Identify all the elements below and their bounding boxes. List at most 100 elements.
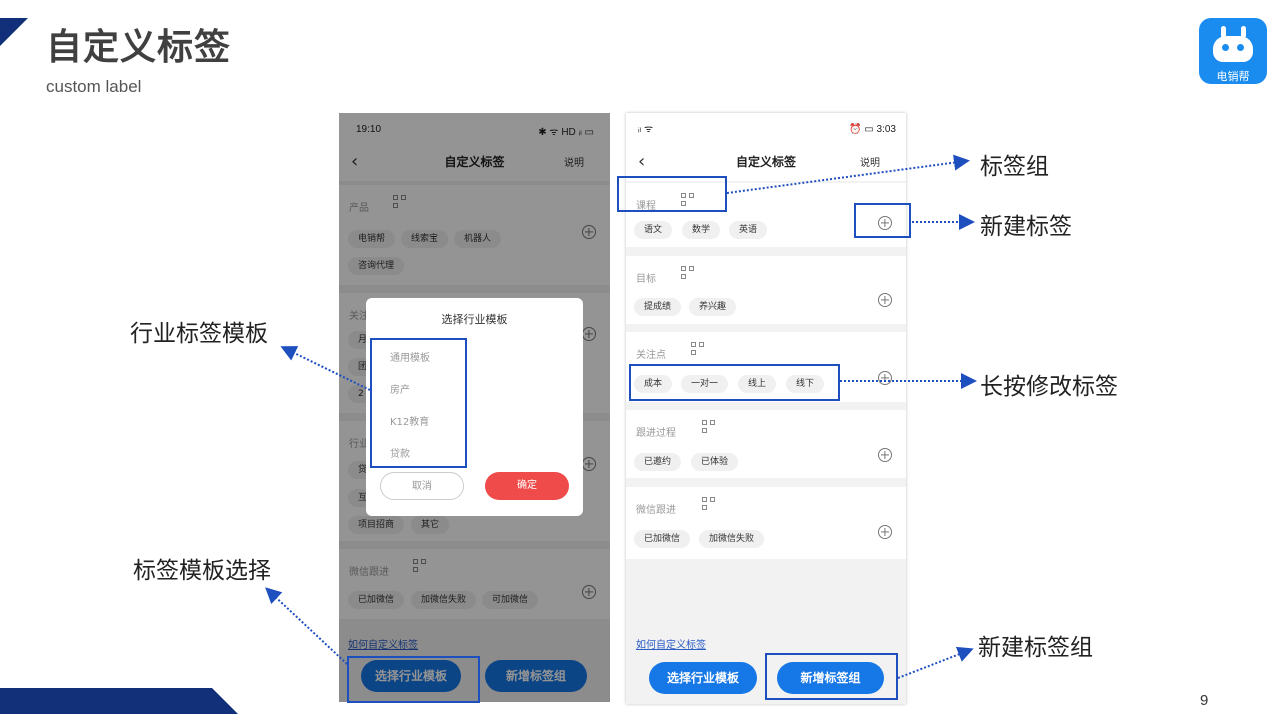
callout-tag-group: 标签组 [980, 154, 1049, 180]
help-link[interactable]: 说明 [860, 158, 880, 169]
qr-code-icon[interactable] [691, 342, 705, 356]
callout-long-press: 长按修改标签 [980, 374, 1118, 400]
tag-group-follow-up: 跟进过程 已邀约 已体验 [626, 410, 906, 478]
tag-chip[interactable]: 线下 [786, 375, 825, 393]
qr-code-icon[interactable] [702, 497, 716, 511]
slide-subtitle: custom label [46, 77, 142, 96]
arrow-industry-template [280, 346, 371, 391]
new-tag-group-button[interactable]: 新增标签组 [777, 662, 884, 694]
corner-triangle-decoration [0, 18, 28, 46]
tag-group-product: 产品 电销帮 线索宝 机器人 咨询代理 [339, 185, 610, 285]
highlight-new-tag [854, 203, 911, 238]
new-tag-group-button[interactable]: 新增标签组 [485, 660, 587, 692]
logo-ear-left [1221, 26, 1226, 38]
tag-chip[interactable]: 英语 [729, 221, 768, 239]
back-icon[interactable]: ‹ [638, 151, 646, 172]
back-icon[interactable]: ‹ [351, 151, 359, 172]
page-number: 9 [1200, 692, 1209, 709]
robot-face-icon [1213, 36, 1253, 62]
callout-new-tag-group: 新建标签组 [978, 635, 1093, 661]
group-title: 关注 [349, 311, 369, 322]
tag-chip[interactable]: 加微信失败 [699, 530, 765, 548]
slide-title: 自定义标签 [46, 27, 232, 68]
add-tag-icon[interactable] [878, 216, 892, 230]
status-signal: ᵢₗ ᯤ [638, 124, 654, 135]
callout-template-select: 标签模板选择 [133, 558, 271, 584]
tag-chip[interactable]: 线上 [738, 375, 777, 393]
select-template-button[interactable]: 选择行业模板 [649, 662, 757, 694]
tag-chip[interactable]: 电销帮 [348, 230, 396, 248]
tag-chip[interactable]: 已体验 [691, 453, 739, 471]
group-title: 微信跟进 [636, 505, 676, 516]
group-title: 微信跟进 [349, 567, 389, 578]
logo-ear-right [1241, 26, 1246, 38]
tag-chip[interactable]: 数学 [682, 221, 721, 239]
add-tag-icon[interactable] [878, 371, 892, 385]
template-option[interactable]: K12教育 [390, 417, 430, 428]
status-icons: ⏰ ▭ 3:03 [849, 124, 896, 135]
status-bar: 19:10 ✱ ᯤ HD ᵢₗ ▭ [339, 113, 610, 141]
add-tag-icon[interactable] [582, 225, 596, 239]
tag-chip[interactable]: 咨询代理 [348, 257, 405, 275]
template-option[interactable]: 房产 [390, 385, 410, 396]
tag-chip[interactable]: 项目招商 [348, 516, 405, 534]
status-icons: ✱ ᯤ HD ᵢₗ ▭ [538, 127, 594, 138]
add-tag-icon[interactable] [878, 293, 892, 307]
highlight-new-tag-group [765, 653, 898, 700]
tag-group-wechat: 微信跟进 已加微信 加微信失败 [626, 487, 906, 559]
group-title: 跟进过程 [636, 428, 676, 439]
tag-chip[interactable]: 成本 [634, 375, 673, 393]
qr-code-icon[interactable] [681, 266, 695, 280]
qr-code-icon[interactable] [681, 193, 695, 207]
tag-group-goal: 目标 提成绩 养兴趣 [626, 256, 906, 324]
tag-chip[interactable]: 线索宝 [401, 230, 449, 248]
howto-link[interactable]: 如何自定义标签 [348, 640, 418, 651]
arrow-tag-group [726, 154, 970, 194]
highlight-industry-template [370, 338, 467, 468]
arrow-template-select [265, 587, 348, 665]
tag-chip[interactable]: 已加微信 [634, 530, 691, 548]
howto-link[interactable]: 如何自定义标签 [636, 640, 706, 651]
group-title: 行业 [349, 439, 369, 450]
add-tag-icon[interactable] [878, 525, 892, 539]
nav-bar: ‹ 自定义标签 说明 [626, 141, 906, 181]
dialog-title: 选择行业模板 [441, 313, 508, 326]
tag-chip[interactable]: 一对一 [681, 375, 729, 393]
status-bar: ᵢₗ ᯤ ⏰ ▭ 3:03 [626, 113, 906, 141]
arrow-new-tag-group [897, 646, 974, 679]
qr-code-icon[interactable] [393, 195, 407, 209]
add-tag-icon[interactable] [878, 448, 892, 462]
tag-chip[interactable]: 加微信失败 [411, 591, 477, 609]
tag-chip[interactable]: 已加微信 [348, 591, 405, 609]
tag-group-wechat: 微信跟进 已加微信 加微信失败 可加微信 [339, 549, 610, 619]
tag-chip[interactable]: 提成绩 [634, 298, 682, 316]
tag-chip[interactable]: 语文 [634, 221, 673, 239]
qr-code-icon[interactable] [413, 559, 427, 573]
tag-chip[interactable]: 养兴趣 [689, 298, 737, 316]
template-option[interactable]: 贷款 [390, 449, 410, 460]
group-title: 课程 [636, 201, 656, 212]
callout-industry-template: 行业标签模板 [130, 321, 268, 347]
select-template-button[interactable]: 选择行业模板 [361, 660, 461, 692]
template-option[interactable]: 通用模板 [390, 353, 430, 364]
tag-chip[interactable]: 其它 [411, 516, 450, 534]
tag-chip[interactable]: 已邀约 [634, 453, 682, 471]
logo-text: 电销帮 [1216, 70, 1250, 83]
right-phone-screen: ᵢₗ ᯤ ⏰ ▭ 3:03 ‹ 自定义标签 说明 课程 语文 数学 英语 目标 … [626, 113, 906, 704]
qr-code-icon[interactable] [702, 420, 716, 434]
nav-title: 自定义标签 [735, 155, 796, 169]
tag-chip[interactable]: 机器人 [454, 230, 502, 248]
tag-group-course: 课程 语文 数学 英语 [626, 183, 906, 247]
callout-new-tag: 新建标签 [980, 214, 1072, 240]
cancel-button[interactable]: 取消 [380, 472, 464, 500]
app-logo: 电销帮 [1199, 18, 1267, 84]
tag-chip[interactable]: 可加微信 [482, 591, 539, 609]
group-title: 产品 [349, 203, 369, 214]
highlight-template-select [347, 656, 480, 703]
add-tag-icon[interactable] [582, 585, 596, 599]
confirm-button[interactable]: 确定 [485, 472, 569, 500]
nav-bar: ‹ 自定义标签 说明 [339, 141, 610, 181]
help-link[interactable]: 说明 [564, 158, 584, 169]
highlight-long-press [629, 364, 840, 401]
